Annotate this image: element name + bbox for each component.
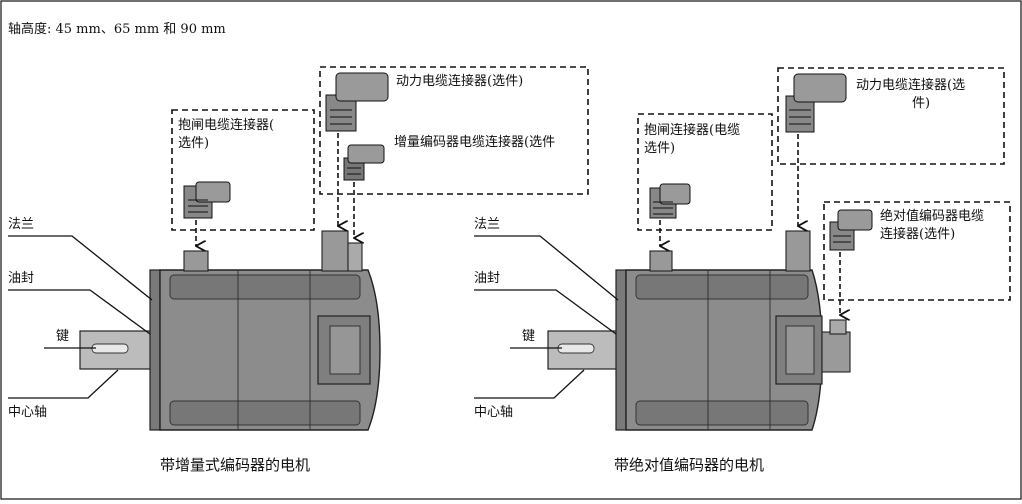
right-flange [615, 269, 627, 431]
right-flange-label: 法兰 [474, 217, 500, 232]
right-motor-group: 抱闸连接器(电缆 选件) 动力电缆连接器(选 件) 绝对值编码器电缆 连接器(选… [474, 67, 1011, 474]
right-power-connector-box [777, 67, 1005, 165]
left-encoder-label: 增量编码器电缆连接器(选件 [394, 134, 555, 150]
left-flange-leader [8, 235, 153, 301]
left-shaft-leader [8, 369, 119, 399]
right-rear-cover-inner [785, 325, 815, 375]
left-oil-seal-leader [8, 289, 151, 335]
right-power-label-1: 动力电缆连接器(选 [856, 77, 965, 93]
left-brake-label-2: 选件) [178, 136, 209, 151]
right-power-plug [785, 73, 847, 133]
right-encoder-plug [829, 209, 873, 251]
right-encoder-label-2: 连接器(选件) [880, 226, 955, 242]
left-brake-connector-box [171, 109, 315, 231]
right-oil-seal-label: 油封 [474, 271, 500, 286]
right-encoder-connector-box [823, 201, 1011, 301]
left-flange-label: 法兰 [8, 217, 34, 232]
left-body-top-rib [169, 274, 361, 300]
left-motor-caption: 带增量式编码器的电机 [160, 456, 310, 474]
right-motor-caption: 带绝对值编码器的电机 [614, 456, 764, 474]
right-body-top-rib [635, 274, 809, 300]
left-key [91, 343, 129, 354]
right-brake-label-1: 抱闸连接器(电缆 [644, 122, 740, 138]
left-motor-body [159, 269, 381, 431]
right-brake-socket [649, 250, 673, 272]
right-flange-leader [474, 235, 619, 301]
left-flange [149, 269, 161, 431]
left-key-label: 键 [56, 329, 69, 344]
left-encoder-socket [347, 242, 363, 272]
left-power-socket [321, 230, 349, 272]
right-shaft-label: 中心轴 [474, 405, 513, 420]
right-encoder-socket-top [829, 319, 847, 335]
left-brake-socket [183, 250, 209, 272]
right-power-label-2: 件) [912, 96, 930, 111]
right-encoder-socket [821, 331, 851, 373]
right-shaft-leader [474, 369, 585, 399]
left-encoder-plug [343, 144, 385, 181]
right-key [557, 343, 595, 354]
left-brake-plug [183, 181, 231, 219]
left-brake-label-1: 抱闸电缆连接器( [178, 117, 274, 133]
right-body-bottom-rib [635, 400, 809, 426]
right-encoder-label-1: 绝对值编码器电缆 [880, 208, 984, 224]
shaft-height-note: 轴高度: 45 mm、65 mm 和 90 mm [8, 21, 226, 37]
left-power-label: 动力电缆连接器(选件) [396, 73, 523, 89]
left-body-bottom-rib [169, 400, 361, 426]
right-power-socket [785, 230, 811, 272]
left-power-plug [325, 72, 389, 132]
left-shaft-label: 中心轴 [8, 405, 47, 420]
right-oil-seal-leader [474, 289, 617, 335]
left-rear-cover-inner [329, 325, 361, 375]
left-oil-seal-label: 油封 [8, 271, 34, 286]
right-key-label: 键 [522, 329, 535, 344]
left-motor-group: 抱闸电缆连接器( 选件) 动力电缆连接器(选件) 增量编码器电缆连接器(选件 法… [8, 66, 589, 474]
right-brake-label-2: 选件) [644, 141, 675, 156]
right-brake-plug [649, 183, 691, 219]
left-power-connector-box [319, 66, 589, 195]
right-brake-connector-box [637, 113, 773, 231]
